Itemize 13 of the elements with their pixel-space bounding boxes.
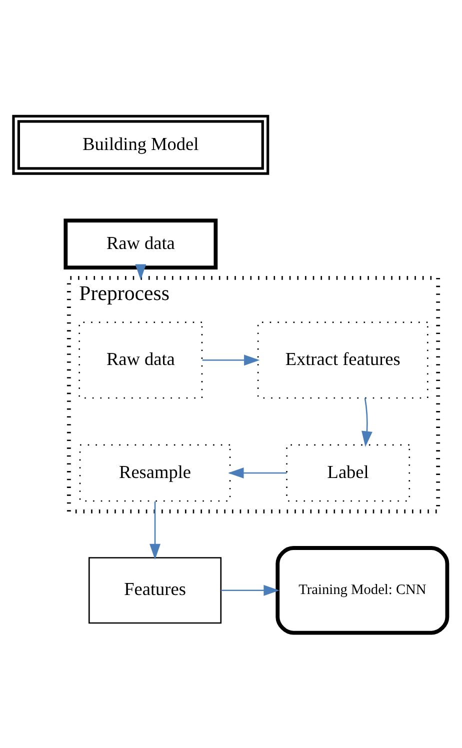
node-box: Resample [79,444,231,502]
node-box: Label [286,444,410,502]
arrow [135,264,146,280]
node-box: Features [88,556,222,624]
arrow [228,467,287,478]
arrow [202,354,260,366]
arrow [221,584,280,596]
node-box: Training Model: CNN [276,546,450,634]
arrow [362,398,372,446]
node-box: Building Model [12,114,270,174]
node-box: Raw data [78,321,203,398]
node-box: Extract features [257,321,428,398]
arrow [150,501,160,560]
